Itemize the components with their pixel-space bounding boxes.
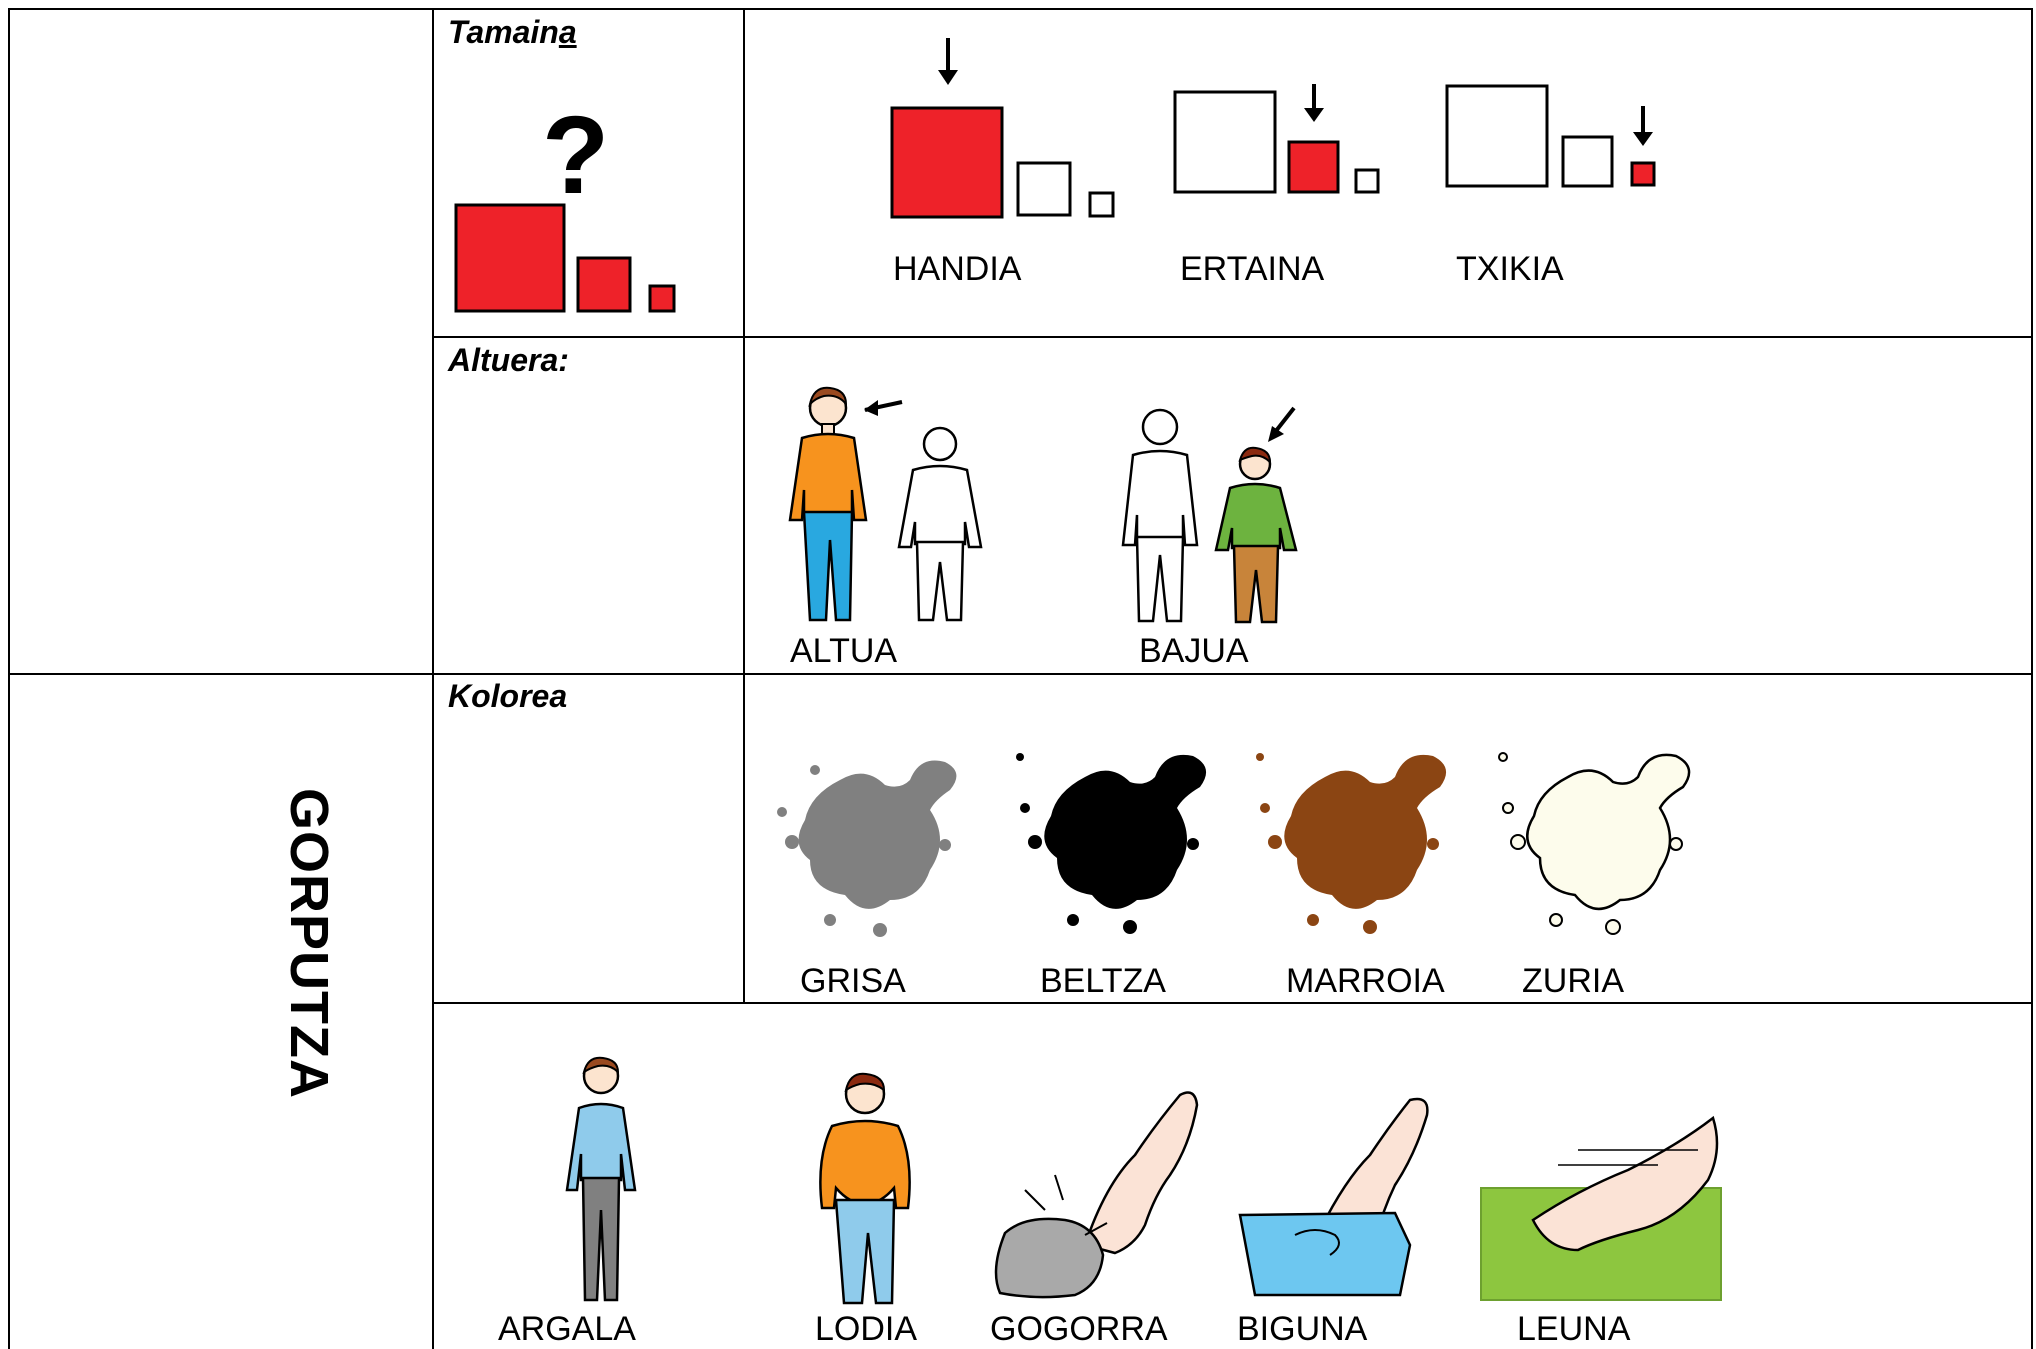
tall-person-icon [788, 386, 903, 622]
color-label-black: BELTZA [1040, 962, 1166, 1000]
column-divider-1 [432, 8, 434, 1349]
category-color: Kolorea [448, 678, 568, 714]
border-right [2031, 8, 2033, 1349]
color-label-gray: GRISA [800, 962, 906, 1000]
row-divider-3 [432, 1002, 2033, 1004]
black-splash-icon [1016, 753, 1207, 934]
category-height: Altuera: [448, 342, 569, 378]
smooth-surface-icon [1480, 1115, 1722, 1301]
small-square-icon [1445, 84, 1656, 188]
color-label-white: ZURIA [1522, 962, 1624, 1000]
big-square-icon [890, 38, 1115, 219]
size-label-small: TXIKIA [1456, 250, 1564, 288]
hard-rock-icon [994, 1091, 1199, 1299]
column-divider-2 [743, 8, 745, 1003]
fat-person-icon [819, 1072, 911, 1305]
trait-label-smooth: LEUNA [1517, 1310, 1631, 1348]
brown-splash-icon [1256, 753, 1447, 934]
thin-person-icon [565, 1056, 637, 1302]
trait-label-soft: BIGUNA [1237, 1310, 1368, 1348]
row-divider-2 [8, 673, 2033, 675]
trait-label-hard: GOGORRA [990, 1310, 1168, 1348]
trait-label-thin: ARGALA [498, 1310, 636, 1348]
size-label-big: HANDIA [893, 250, 1022, 288]
size-squares-icon [454, 203, 676, 313]
category-size: Tamaina [448, 14, 577, 50]
gray-splash-icon [777, 760, 957, 937]
medium-square-icon [1173, 84, 1380, 194]
row-divider-1 [432, 336, 2033, 338]
border-left [8, 8, 10, 1349]
outline-tall-person-icon [1121, 408, 1199, 623]
question-mark: ? [542, 94, 610, 217]
height-label-short: BAJUA [1139, 632, 1249, 670]
section-title: GORPUTZA [279, 788, 339, 1099]
soft-sponge-icon [1238, 1097, 1429, 1297]
short-person-icon [1214, 406, 1298, 624]
border-top [8, 8, 2033, 10]
height-label-tall: ALTUA [790, 632, 898, 670]
size-label-medium: ERTAINA [1180, 250, 1325, 288]
outline-person-icon [897, 426, 983, 622]
white-splash-icon [1498, 752, 1691, 935]
color-label-brown: MARROIA [1286, 962, 1445, 1000]
trait-label-fat: LODIA [815, 1310, 918, 1348]
